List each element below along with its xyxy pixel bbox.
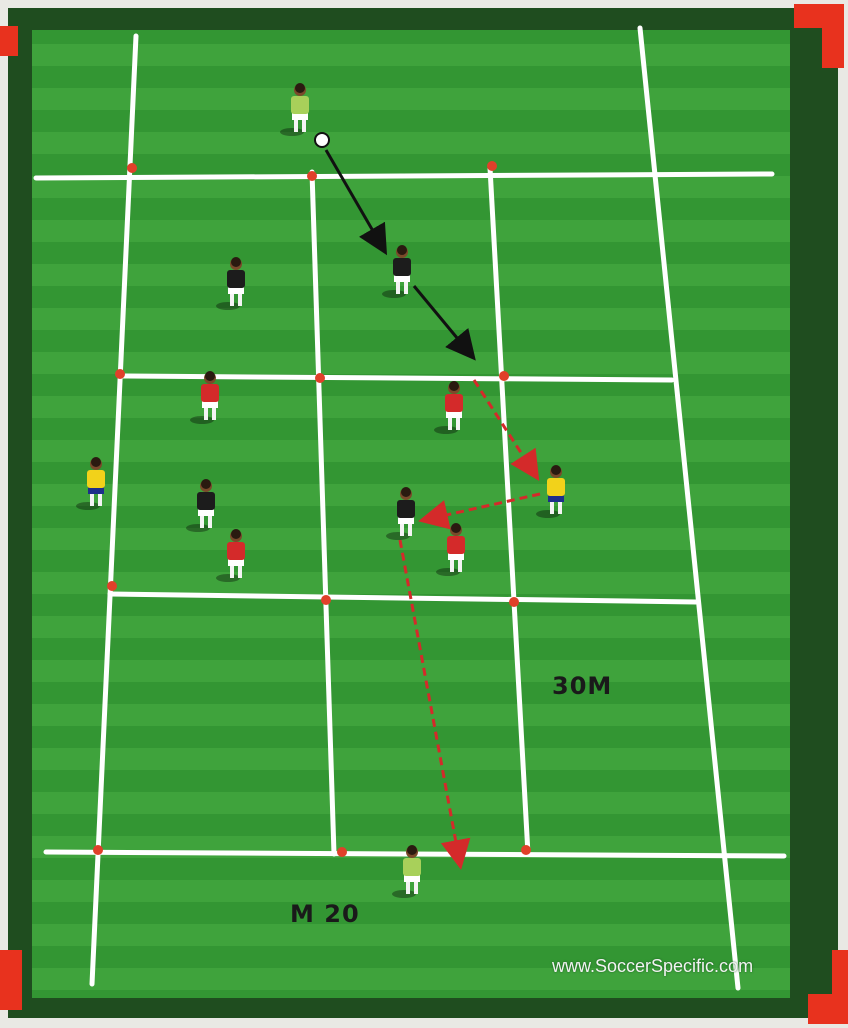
- cone: [315, 373, 325, 383]
- dimension-label-20m: M 20: [290, 900, 360, 928]
- ball: [315, 133, 329, 147]
- cone: [521, 845, 531, 855]
- corner-marker: [0, 26, 18, 56]
- cone: [107, 581, 117, 591]
- cone: [127, 163, 137, 173]
- cone: [509, 597, 519, 607]
- cone: [307, 171, 317, 181]
- watermark: www.SoccerSpecific.com: [552, 956, 753, 977]
- cone: [321, 595, 331, 605]
- cone: [93, 845, 103, 855]
- cone: [337, 847, 347, 857]
- cone: [487, 161, 497, 171]
- cone: [499, 371, 509, 381]
- dimension-label-30m: 30M: [552, 672, 612, 700]
- corner-marker: [0, 950, 22, 1010]
- cone: [115, 369, 125, 379]
